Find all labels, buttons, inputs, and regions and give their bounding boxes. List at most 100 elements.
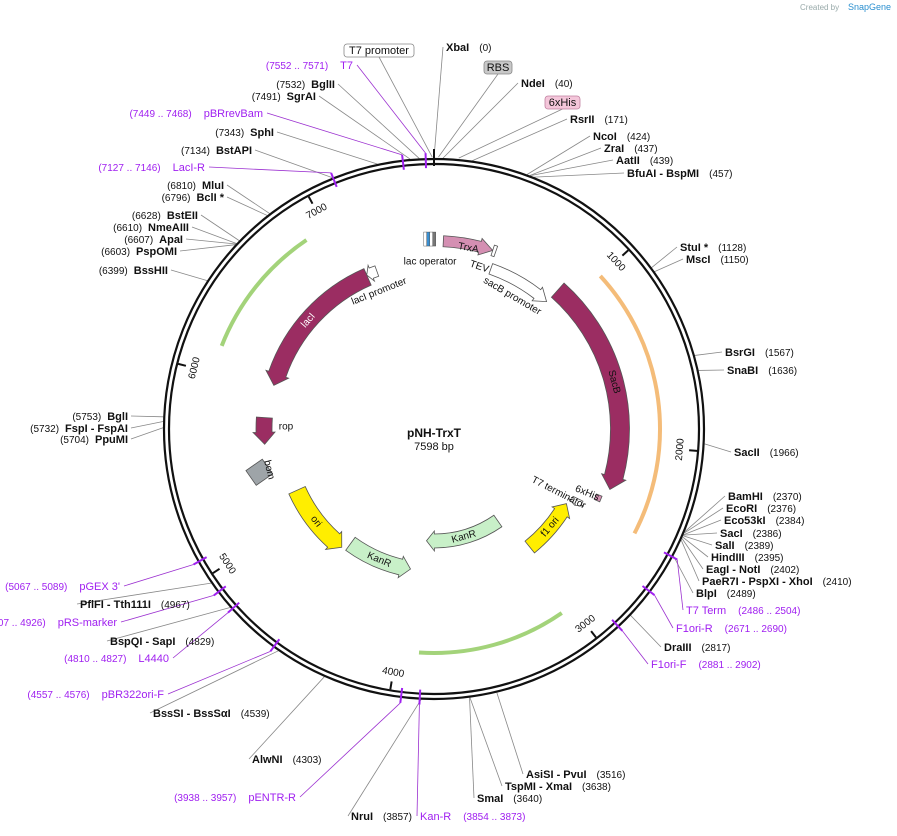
enzyme-site-apai[interactable]: ApaI(6607) [124,234,183,246]
enzyme-name: PspOMI [136,246,177,258]
enzyme-site-eagi-noti[interactable]: EagI - NotI(2402) [706,564,799,576]
feature-bom[interactable] [245,458,274,486]
primer-name: F1ori-F [651,659,687,671]
enzyme-site-snabi[interactable]: SnaBI(1636) [727,365,797,377]
enzyme-site-nrui[interactable]: NruI(3857) [351,811,412,823]
primer-l4440[interactable]: L4440(4810 .. 4827) [64,601,240,665]
enzyme-site-bstapi[interactable]: BstAPI(7134) [181,145,252,157]
primer-pbrrevbam[interactable]: pBRrevBam(7449 .. 7468) [129,108,405,170]
enzyme-site-sgrai[interactable]: SgrAI(7491) [252,91,316,103]
enzyme-site-bamhi[interactable]: BamHI(2370) [728,491,802,503]
enzyme-site-tspmi-xmai[interactable]: TspMI - XmaI(3638) [505,781,611,793]
enzyme-site-smai[interactable]: SmaI(3640) [477,793,542,805]
enzyme-site-pflfi-tth111i[interactable]: PflFI - Tth111I(4967) [80,599,190,611]
enzyme-site-bsssi-bsss-i[interactable]: BssSI - BssSαI(4539) [153,708,270,720]
enzyme-site-xbai[interactable]: XbaI(0) [446,42,491,54]
primer-t7-term[interactable]: T7 Term(2486 .. 2504) [663,551,800,617]
enzyme-position: (2817) [702,643,731,654]
enzyme-site-blpi[interactable]: BlpI(2489) [696,588,756,600]
leader-line [149,650,279,714]
enzyme-site-bsrgi[interactable]: BsrGI(1567) [725,347,794,359]
enzyme-name: BsrGI [725,347,755,359]
feature-sacb[interactable] [550,282,630,491]
enzyme-position: (6796) [162,193,191,204]
primer-f1ori-r[interactable]: F1ori-R(2671 .. 2690) [641,585,787,635]
enzyme-site-stui[interactable]: StuI *(1128) [680,242,746,254]
boxed-label-6xhis[interactable]: 6xHis [544,95,581,110]
enzyme-site-ecori[interactable]: EcoRI(2376) [726,503,796,515]
feature-6xhis[interactable] [593,493,603,503]
primer-t7[interactable]: T7(7552 .. 7571) [266,60,428,169]
primer-kan-r[interactable]: Kan-R(3854 .. 3873) [418,689,525,823]
feature-trxa[interactable] [442,235,494,256]
enzyme-name: SacI [720,528,743,540]
primer-f1ori-f[interactable]: F1ori-F(2881 .. 2902) [611,619,761,671]
tick-label: 2000 [674,438,687,462]
enzyme-site-sphi[interactable]: SphI(7343) [215,127,274,139]
enzyme-site-sali[interactable]: SalI(2389) [715,540,773,552]
primer-pgex-3[interactable]: pGEX 3'(5067 .. 5089) [5,556,208,593]
feature-t7-terminator[interactable] [568,495,584,507]
feature-ori[interactable] [288,486,343,550]
enzyme-site-eco53ki[interactable]: Eco53kI(2384) [724,515,805,527]
primer-pbr322ori-f[interactable]: pBR322ori-F(4557 .. 4576) [27,638,281,701]
leader-line [226,196,268,216]
feature-rop[interactable] [252,416,276,445]
enzyme-site-nmeaiii[interactable]: NmeAIII(6610) [113,222,189,234]
enzyme-site-rsrii[interactable]: RsrII(171) [570,114,628,126]
enzyme-site-saci[interactable]: SacI (2386) [720,528,782,540]
enzyme-name: SgrAI [287,91,316,103]
boxed-label-rbs[interactable]: RBS [483,60,513,75]
feature-lac-operator-stripe [429,231,433,247]
tick-mark [389,681,393,690]
enzyme-site-bglii[interactable]: BglII(7532) [276,79,335,91]
feature-sacb-promoter[interactable] [488,263,548,303]
enzyme-site-bfuai-bspmi[interactable]: BfuAI - BspMI(457) [627,168,732,180]
enzyme-position: (3640) [513,794,542,805]
enzyme-site-zrai[interactable]: ZraI(437) [604,143,658,155]
enzyme-site-msci[interactable]: MscI(1150) [686,254,749,266]
enzyme-site-draiii[interactable]: DraIII(2817) [664,642,730,654]
enzyme-site-fspi-fspai[interactable]: FspI - FspAI(5732) [30,423,128,435]
enzyme-site-bsshii[interactable]: BssHII(6399) [99,265,168,277]
enzyme-site-ndei[interactable]: NdeI(40) [521,78,573,90]
enzyme-site-mlui[interactable]: MluI(6810) [167,180,224,192]
enzyme-name: Eco53kI [724,515,766,527]
feature-kanr[interactable] [425,514,503,553]
enzyme-site-hindiii[interactable]: HindIII(2395) [711,552,784,564]
primer-prs-marker[interactable]: pRS-marker(4907 .. 4926) [0,585,227,629]
leader-line [130,427,164,440]
feature-laci-promoter[interactable] [366,263,380,283]
primer-mark [399,687,404,704]
primer-mark [401,154,405,170]
label-text: RBS [487,62,510,74]
feature-kanr[interactable] [345,536,412,579]
enzyme-position: (2386) [753,529,782,540]
enzyme-site-aatii[interactable]: AatII(439) [616,155,673,167]
primer-laci-r[interactable]: LacI-R(7127 .. 7146) [98,162,338,188]
feature-laci[interactable] [265,268,372,386]
enzyme-site-alwni[interactable]: AlwNI(4303) [252,754,321,766]
enzyme-site-asisi-pvui[interactable]: AsiSI - PvuI(3516) [526,769,625,781]
enzyme-site-ppumi[interactable]: PpuMI(5704) [60,434,128,446]
enzyme-site-bcli[interactable]: BclI *(6796) [162,192,225,204]
enzyme-name: FspI - FspAI [65,423,128,435]
boxed-label-t7-promoter[interactable]: T7 promoter [343,43,415,58]
feature-highlight-arc [219,238,308,347]
enzyme-name: EagI - NotI [706,564,760,576]
enzyme-site-bsteii[interactable]: BstEII(6628) [132,210,198,222]
enzyme-site-pspomi[interactable]: PspOMI(6603) [101,246,177,258]
enzyme-site-sacii[interactable]: SacII(1966) [734,447,799,459]
feature-tev-site[interactable] [490,244,499,258]
enzyme-name: BglII [311,79,335,91]
enzyme-site-bgli[interactable]: BglI(5753) [72,411,128,423]
enzyme-name: PpuMI [95,434,128,446]
enzyme-site-bspqi-sapi[interactable]: BspQI - SapI(4829) [110,636,214,648]
feature-f1-ori[interactable] [524,503,571,554]
enzyme-site-paer7i-pspxi-xhoi[interactable]: PaeR7I - PspXI - XhoI(2410) [702,576,852,588]
primer-range: (7127 .. 7146) [98,163,160,174]
leader-line [200,214,240,241]
primer-pentr-r[interactable]: pENTR-R(3938 .. 3957) [174,687,404,804]
enzyme-site-ncoi[interactable]: NcoI(424) [593,131,650,143]
tick-label: 5000 [216,552,238,577]
